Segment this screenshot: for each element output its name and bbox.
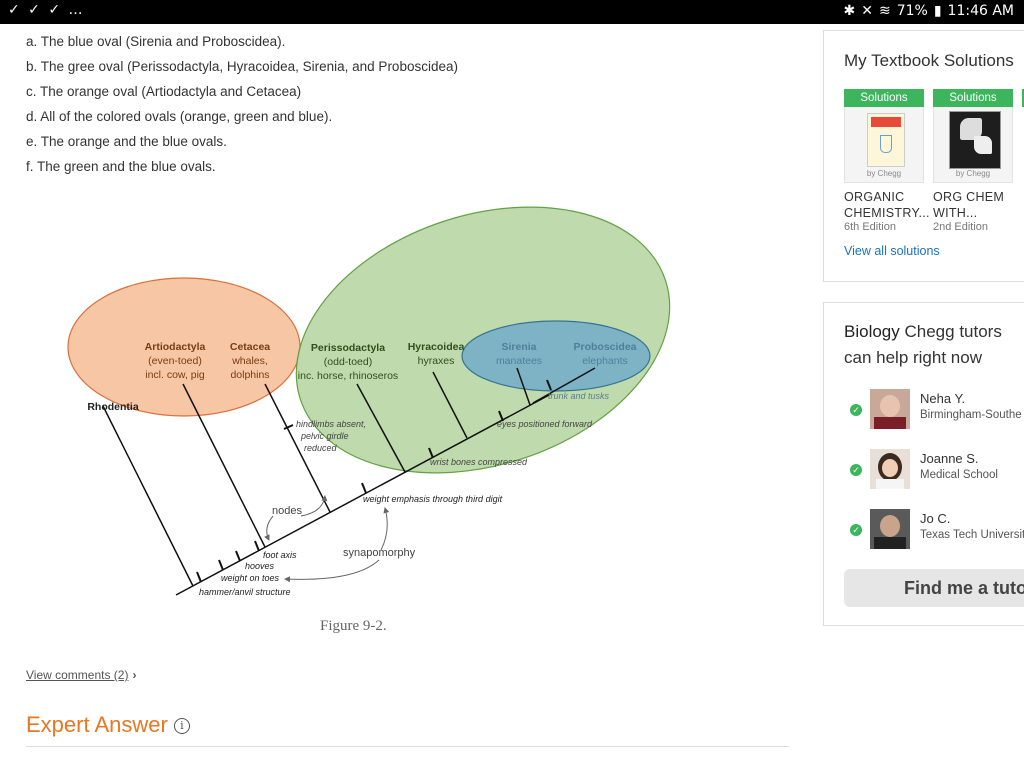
book-title: ORG CHEM WITH... [933, 190, 1005, 220]
tutor-school: Medical School [920, 469, 998, 481]
book-cover-art [949, 111, 1001, 169]
label-hyracoidea-sub: hyraxes [418, 355, 455, 367]
textbook-item[interactable]: Solutions by Chegg ORG CHEM WITH... 2nd … [933, 89, 1013, 233]
option-e: e. The orange and the blue ovals. [26, 134, 227, 149]
trait-trunk: trunk and tusks [548, 391, 610, 401]
option-f: f. The green and the blue ovals. [26, 159, 216, 174]
info-icon[interactable]: i [173, 718, 190, 735]
tutor-item[interactable]: ✓ Joanne S. Medical School [842, 449, 1024, 491]
tutor-card: Biology Chegg tutors can help right now … [823, 302, 1024, 626]
tutor-name: Joanne S. [920, 451, 979, 466]
book-cover: by Chegg [844, 107, 924, 183]
label-hyracoidea: Hyracoidea [408, 341, 465, 353]
solutions-badge: Solutions [844, 89, 924, 107]
tutor-item[interactable]: ✓ Jo C. Texas Tech Universit [842, 509, 1024, 551]
phylogeny-figure: Artiodactyla (even-toed) incl. cow, pig … [67, 206, 671, 597]
branch-rhodentia [102, 405, 194, 587]
branch-hyracoidea [432, 371, 468, 439]
label-perissodactyla-sub2: inc. horse, rhinoseros [298, 370, 398, 382]
find-tutor-button[interactable]: Find me a tuto [844, 569, 1024, 607]
notification-icons: ✓ ✓ ✓ … [8, 2, 85, 18]
trait-hindlimbs-2: pelvic girdle [300, 431, 349, 441]
book-cover-art [867, 113, 905, 167]
view-comments-link[interactable]: View comments (2)› [26, 668, 136, 682]
tutor-school: Birmingham-Southe [920, 409, 1022, 421]
book-edition: 2nd Edition [933, 221, 989, 233]
status-right: ✱ ✕ ≋ 71% ▮ 11:46 AM [844, 3, 1015, 19]
bluetooth-icon: ✱ [843, 3, 856, 19]
textbook-card-title: My Textbook Solutions [844, 51, 1014, 70]
option-c: c. The orange oval (Artiodactyla and Cet… [26, 84, 302, 99]
tutor-name: Neha Y. [920, 391, 966, 406]
textbook-item[interactable]: Solutions by Chegg ORGANIC CHEMISTRY... … [844, 89, 930, 233]
trait-hooves: hooves [245, 561, 275, 571]
branch-proboscidea [532, 367, 596, 404]
battery-icon: ▮ [933, 3, 942, 19]
label-cetacea-sub2: dolphins [230, 369, 269, 381]
next-book-peek [1022, 89, 1024, 107]
trait-hindlimbs-1: hindlimbs absent, [296, 419, 366, 429]
trait-hindlimbs-3: reduced [304, 443, 338, 453]
tree-trunk [175, 393, 552, 596]
check-icon: ✓ [850, 404, 862, 416]
label-artiodactyla-sub2: incl. cow, pig [145, 369, 205, 381]
label-perissodactyla: Perissodactyla [311, 342, 385, 354]
check-icon: ✓ [850, 464, 862, 476]
battery-level: 71% [896, 3, 928, 19]
branch-cetacea [264, 383, 331, 513]
figure-caption: Figure 9-2. [320, 618, 387, 634]
book-cover: by Chegg [933, 107, 1013, 183]
branch-sirenia [516, 367, 531, 406]
expert-answer-heading: Expert Answer i [26, 712, 190, 738]
annotation-nodes: nodes [272, 505, 302, 517]
avatar [870, 389, 910, 429]
blue-oval [461, 320, 651, 392]
label-sirenia-sub: manatees [496, 355, 542, 367]
chevron-right-icon: › [132, 668, 137, 682]
label-sirenia: Sirenia [501, 341, 536, 353]
avatar [870, 449, 910, 489]
status-bar: ✓ ✓ ✓ … ✱ ✕ ≋ 71% ▮ 11:46 AM [0, 0, 1024, 24]
avatar [870, 509, 910, 549]
trait-hammer: hammer/anvil structure [199, 587, 291, 597]
book-title: ORGANIC CHEMISTRY... [844, 190, 930, 220]
divider [26, 746, 789, 747]
solutions-badge: Solutions [933, 89, 1013, 107]
label-cetacea: Cetacea [230, 341, 270, 353]
wifi-icon: ≋ [878, 3, 891, 19]
tutor-item[interactable]: ✓ Neha Y. Birmingham-Southe [842, 389, 1024, 431]
clock: 11:46 AM [947, 3, 1014, 19]
textbook-solutions-card: My Textbook Solutions Solutions by Chegg… [823, 30, 1024, 282]
label-perissodactyla-sub1: (odd-toed) [324, 356, 372, 368]
trait-foot-axis: foot axis [263, 550, 297, 560]
view-all-solutions-link[interactable]: View all solutions [844, 244, 940, 258]
tutor-card-title: Biology Chegg tutors can help right now [844, 322, 1002, 367]
option-b: b. The gree oval (Perissodactyla, Hyraco… [26, 59, 458, 74]
branch-artiodactyla [182, 383, 266, 548]
trait-eyes: eyes positioned forward [497, 419, 593, 429]
option-a: a. The blue oval (Sirenia and Proboscide… [26, 34, 286, 49]
by-chegg: by Chegg [866, 169, 902, 178]
label-artiodactyla-sub1: (even-toed) [148, 355, 202, 367]
label-rhodentia: Rhodentia [87, 401, 138, 413]
trait-weight-third: weight emphasis through third digit [363, 494, 503, 504]
annotation-synapomorphy: synapomorphy [343, 547, 416, 559]
option-d: d. All of the colored ovals (orange, gre… [26, 109, 333, 124]
expert-answer-title: Expert Answer [26, 712, 168, 737]
book-edition: 6th Edition [844, 221, 896, 233]
label-artiodactyla: Artiodactyla [145, 341, 206, 353]
label-cetacea-sub1: whales, [231, 355, 268, 367]
trait-wrist: wrist bones compressed [430, 457, 528, 467]
label-proboscidea-sub: elephants [582, 355, 628, 367]
branch-perissodactyla [356, 383, 406, 473]
tutor-name: Jo C. [920, 511, 951, 526]
tutor-card-subject: Biology [844, 322, 900, 341]
check-icon: ✓ [850, 524, 862, 536]
by-chegg: by Chegg [955, 169, 991, 178]
label-proboscidea: Proboscidea [573, 341, 636, 353]
mute-icon: ✕ [861, 3, 873, 19]
view-comments-label: View comments (2) [26, 668, 129, 682]
trait-weight-toes: weight on toes [221, 573, 280, 583]
tutor-school: Texas Tech Universit [920, 529, 1024, 541]
